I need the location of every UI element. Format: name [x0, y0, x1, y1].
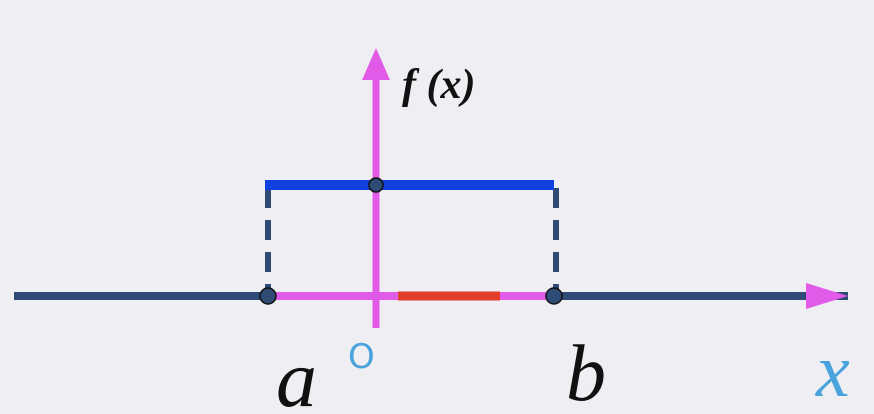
- density-axis-point: [368, 177, 384, 193]
- axis-label-x: x: [815, 329, 850, 413]
- function-label: f (x): [402, 62, 475, 108]
- origin-label: O: [348, 337, 375, 377]
- right-endpoint-label: b: [566, 330, 606, 414]
- point-a: [259, 287, 277, 305]
- left-endpoint-label: a: [276, 333, 317, 414]
- x-axis-arrowhead: [806, 283, 848, 309]
- vertical-axis-arrowhead: [362, 48, 390, 80]
- point-b: [545, 287, 563, 305]
